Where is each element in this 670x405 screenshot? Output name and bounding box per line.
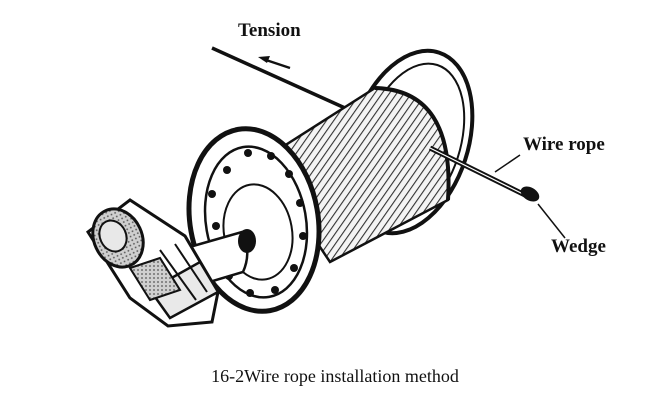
wedge bbox=[520, 186, 540, 202]
wedge-leader-line bbox=[537, 203, 566, 239]
wedge-label: Wedge bbox=[551, 236, 606, 257]
figure-caption: 16-2Wire rope installation method bbox=[211, 366, 459, 386]
tension-arrow-icon bbox=[258, 56, 291, 70]
tension-label: Tension bbox=[238, 20, 301, 41]
gear-motor bbox=[85, 198, 220, 328]
wire-rope-label: Wire rope bbox=[523, 134, 605, 155]
wire-rope bbox=[428, 145, 527, 198]
bolt-holes bbox=[208, 149, 307, 297]
wire-rope-leader-line bbox=[494, 154, 521, 173]
tension-wire bbox=[211, 46, 346, 110]
